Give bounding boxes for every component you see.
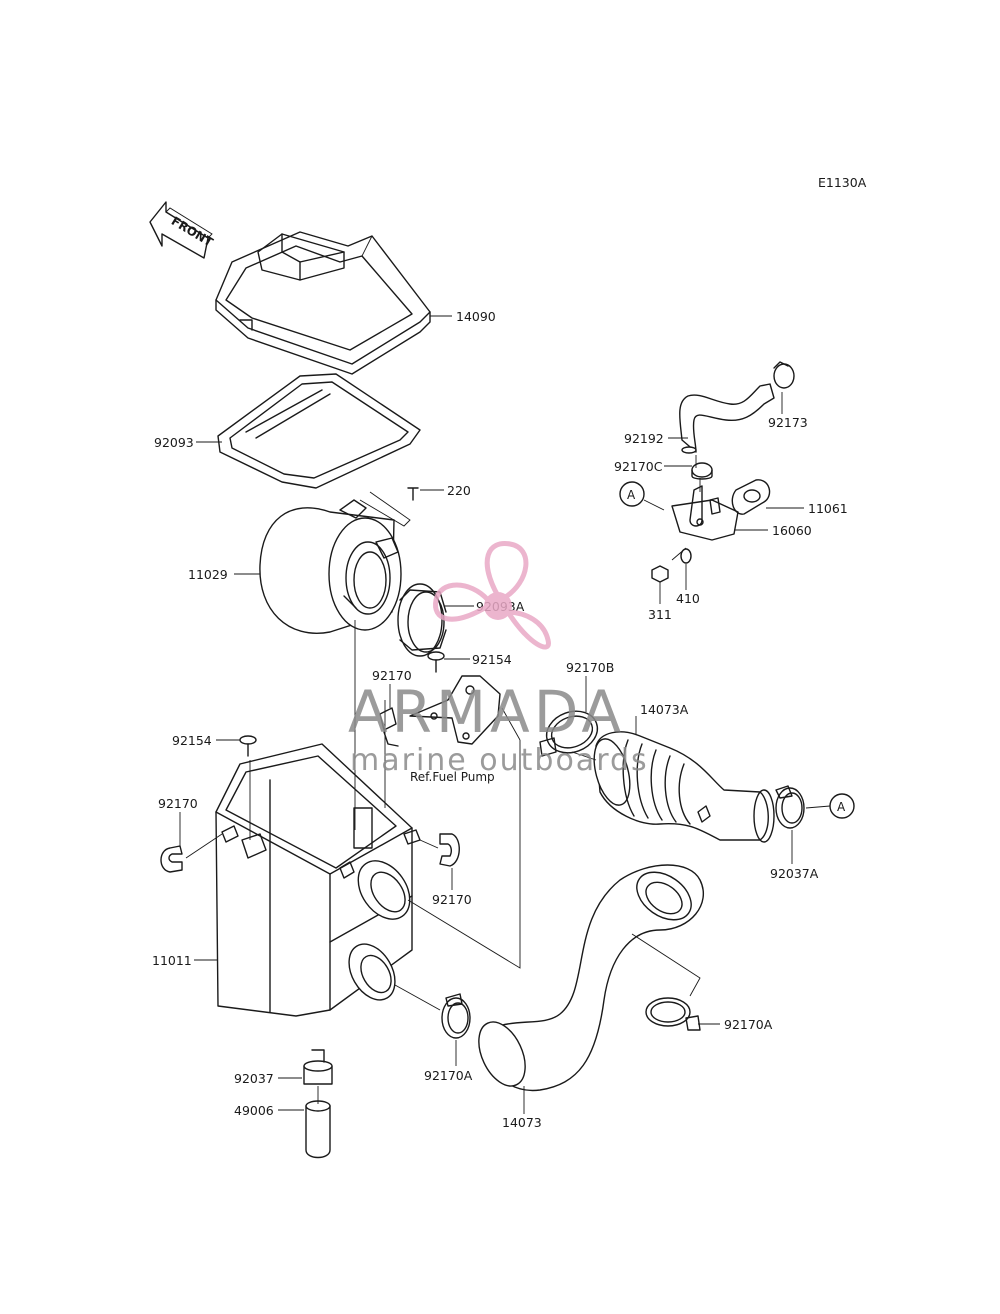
clamp-92170b-part[interactable] xyxy=(539,704,603,759)
callout-92037[interactable]: 92037 xyxy=(234,1071,274,1086)
gasket-part[interactable] xyxy=(217,373,421,489)
callout-92170-mid[interactable]: 92170 xyxy=(372,668,412,683)
clamp-92170a-right-part[interactable] xyxy=(645,997,701,1031)
watermark-tagline: marine outboards xyxy=(350,743,649,778)
clamp-92037a-part[interactable] xyxy=(775,785,805,829)
callout-92154-top[interactable]: 92154 xyxy=(472,652,512,667)
callout-92170a-right[interactable]: 92170A xyxy=(724,1017,773,1032)
front-arrow-icon: FRONT xyxy=(149,201,216,259)
clamp-92170c-part[interactable] xyxy=(691,462,713,480)
bolt-92154-left-part[interactable] xyxy=(239,735,257,757)
bolt-92154-top-part[interactable] xyxy=(427,651,445,673)
duct-14073a-part[interactable] xyxy=(588,731,775,843)
ring-seal-part[interactable] xyxy=(397,583,447,657)
callout-11011[interactable]: 11011 xyxy=(152,953,192,968)
callout-92170-right[interactable]: 92170 xyxy=(432,892,472,907)
armada-watermark: ARMADA marine outboards xyxy=(348,541,649,778)
reference-marker-a-top: A xyxy=(619,481,665,511)
watermark-brand: ARMADA xyxy=(348,678,625,746)
air-box-part[interactable] xyxy=(215,743,421,1017)
fitting-16060-part[interactable] xyxy=(671,485,739,541)
callout-14073a[interactable]: 14073A xyxy=(640,702,689,717)
svg-text:A: A xyxy=(627,488,636,502)
clamp-92173-part[interactable] xyxy=(773,361,795,389)
nut-311-part[interactable] xyxy=(651,565,669,583)
air-box-cover-part[interactable] xyxy=(215,231,431,375)
propeller-logo-icon xyxy=(433,541,551,650)
callout-92154-left[interactable]: 92154 xyxy=(172,733,212,748)
hose-92192-part[interactable] xyxy=(679,383,775,454)
cap-92037-part[interactable] xyxy=(303,1049,333,1085)
duct-14073-part[interactable] xyxy=(470,862,705,1093)
callout-leader-lines xyxy=(179,315,804,1114)
callout-92170b[interactable]: 92170B xyxy=(566,660,614,675)
reference-marker-a-bottom: A xyxy=(805,793,855,819)
clamp-92170a-mid-part[interactable] xyxy=(441,993,471,1039)
svg-text:A: A xyxy=(837,800,846,814)
callout-92170c[interactable]: 92170C xyxy=(614,459,663,474)
fuel-pump-ref-note: Ref.Fuel Pump xyxy=(410,770,495,784)
assembly-guide-lines xyxy=(185,455,701,1104)
callout-92037a[interactable]: 92037A xyxy=(770,866,819,881)
screw-220-part[interactable] xyxy=(359,487,419,527)
callout-14073[interactable]: 14073 xyxy=(502,1115,542,1130)
hose-49006-part[interactable] xyxy=(305,1100,331,1159)
gasket-11061-part[interactable] xyxy=(731,479,771,515)
callout-92173[interactable]: 92173 xyxy=(768,415,808,430)
clip-92170-right-part[interactable] xyxy=(439,833,460,867)
diagram-code: E1130A xyxy=(818,175,867,190)
callout-16060[interactable]: 16060 xyxy=(772,523,812,538)
callout-410[interactable]: 410 xyxy=(676,591,700,606)
callout-311[interactable]: 311 xyxy=(648,607,672,622)
air-filter-element-part[interactable] xyxy=(259,499,402,634)
callout-220[interactable]: 220 xyxy=(447,483,471,498)
callout-11029[interactable]: 11029 xyxy=(188,567,228,582)
fuel-pump-bracket-part[interactable]: Ref.Fuel Pump xyxy=(409,675,501,784)
callout-14090[interactable]: 14090 xyxy=(456,309,496,324)
callout-92093[interactable]: 92093 xyxy=(154,435,194,450)
callout-92170-left[interactable]: 92170 xyxy=(158,796,198,811)
callout-92192[interactable]: 92192 xyxy=(624,431,664,446)
callout-49006[interactable]: 49006 xyxy=(234,1103,274,1118)
washer-410-part[interactable] xyxy=(680,548,692,564)
callout-92170a-mid[interactable]: 92170A xyxy=(424,1068,473,1083)
callout-labels: 14090 92093 220 11029 92093A 92154 92170… xyxy=(152,309,848,1130)
clip-92170-left-part[interactable] xyxy=(160,845,183,873)
callout-11061[interactable]: 11061 xyxy=(808,501,848,516)
